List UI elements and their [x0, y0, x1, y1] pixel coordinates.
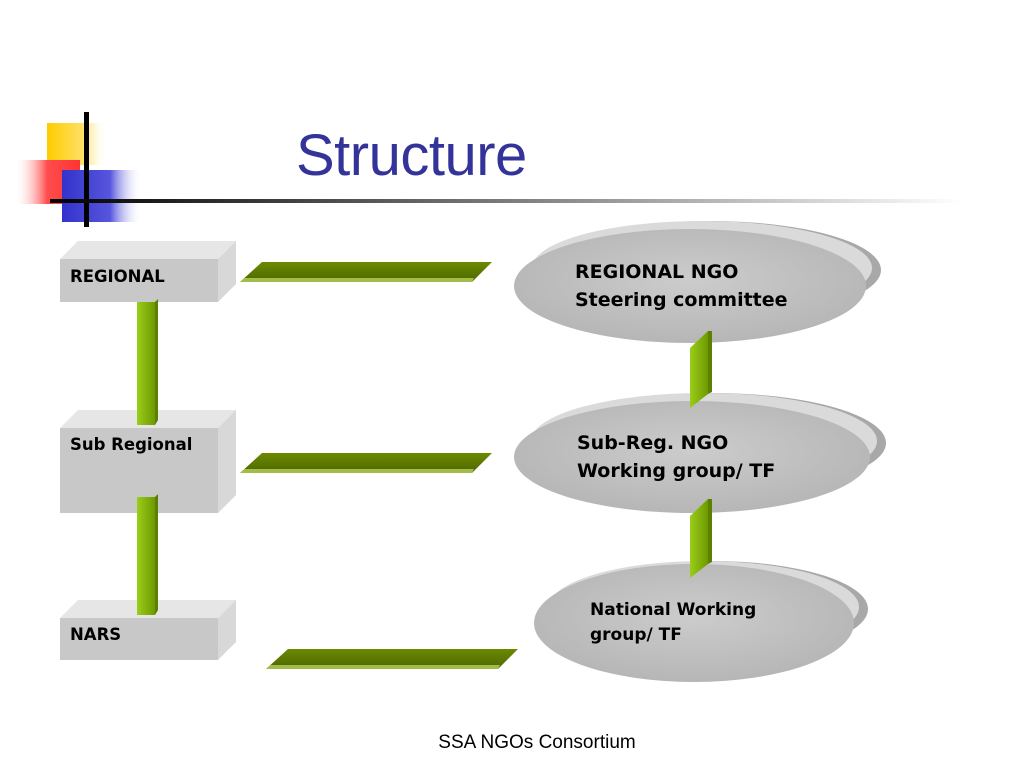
- ellipse-sub-reg-working-group: [514, 393, 886, 513]
- title-rule: [50, 199, 962, 203]
- decor-squares: [14, 112, 142, 227]
- box-label-nars: NARS: [70, 625, 122, 644]
- ellipse-label-line1: National Working: [590, 600, 757, 620]
- ellipse-label-line2: Steering committee: [575, 289, 788, 311]
- connector-sub-reg-to-national: [690, 499, 712, 578]
- ellipse-steering-committee: [514, 221, 881, 343]
- connector-regional-to-subregional: [137, 299, 158, 425]
- ellipse-label-line1: Sub-Reg. NGO: [577, 432, 729, 454]
- connector-subregional-to-nars: [137, 494, 158, 615]
- box-regional: [60, 241, 236, 302]
- decor-blue-square: [62, 170, 142, 222]
- decor-vertical-line: [84, 112, 89, 227]
- connector-subregional-to-working-group: [240, 453, 492, 473]
- connector-nars-to-national-group: [266, 649, 518, 669]
- decor-yellow-square: [47, 123, 107, 165]
- box-label-sub-regional: Sub Regional: [70, 435, 193, 454]
- ellipse-label-line2: Working group/ TF: [577, 460, 776, 482]
- connector-regional-to-steering: [240, 262, 492, 282]
- ellipse-label-line1: REGIONAL NGO: [575, 261, 739, 283]
- ellipse-label-national-working-group: National Working group/ TF: [590, 598, 756, 648]
- ellipse-label-sub-reg-working-group: Sub-Reg. NGO Working group/ TF: [577, 429, 775, 485]
- ellipse-label-line2: group/ TF: [590, 625, 682, 645]
- slide-title: Structure: [296, 123, 527, 188]
- slide-footer: SSA NGOs Consortium: [438, 732, 636, 753]
- box-nars: [60, 600, 236, 660]
- connector-steering-to-sub-reg: [690, 331, 712, 408]
- box-label-regional: REGIONAL: [70, 267, 165, 286]
- ellipse-label-steering-committee: REGIONAL NGO Steering committee: [575, 258, 788, 314]
- box-sub-regional: [60, 410, 236, 513]
- ellipse-national-working-group: [534, 561, 868, 682]
